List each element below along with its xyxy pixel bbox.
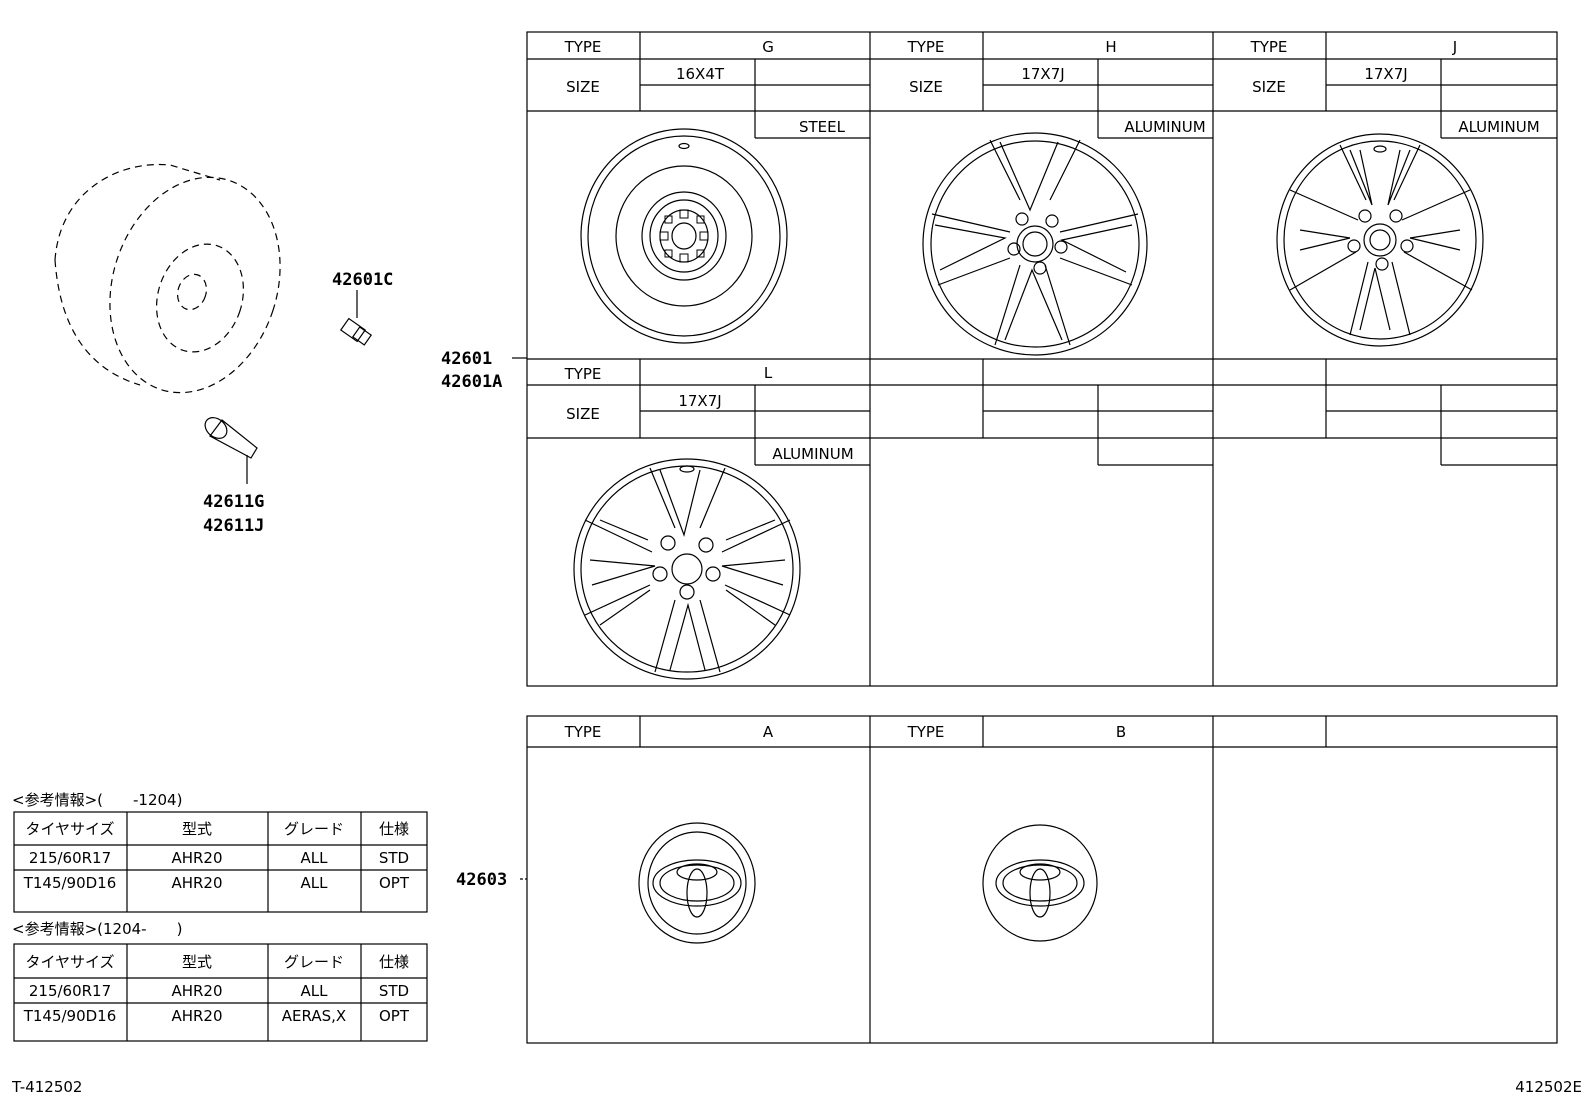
ref2-col-tire-size: タイヤサイズ <box>25 953 114 971</box>
reference-table-2-grid <box>13 943 428 1042</box>
ref1-r1-tire: 215/60R17 <box>29 849 111 867</box>
size-value-j: 17X7J <box>1364 65 1407 83</box>
type-label-g: TYPE <box>564 38 602 56</box>
part-number-42601c: 42601C <box>332 270 393 290</box>
material-g: STEEL <box>799 118 846 136</box>
reference-header-1: <参考情報>( -1204) <box>12 791 182 809</box>
size-value-h: 17X7J <box>1021 65 1064 83</box>
reference-header-2: <参考情報>(1204- ) <box>12 920 182 938</box>
toyota-cap-a-icon <box>638 822 756 944</box>
ref2-col-spec: 仕様 <box>379 953 409 971</box>
ref1-r1-grade: ALL <box>301 849 329 867</box>
part-number-42601a: 42601A <box>441 372 502 392</box>
ref1-r2-spec: OPT <box>379 874 410 892</box>
ref1-col-model: 型式 <box>182 820 212 838</box>
type-value-j: J <box>1452 38 1457 56</box>
ref2-r2-grade: AERAS,X <box>282 1007 346 1025</box>
ref1-col-spec: 仕様 <box>379 820 409 838</box>
cap-type-value-b: B <box>1116 723 1126 741</box>
size-value-g: 16X4T <box>676 65 725 83</box>
footer-left-code: T-412502 <box>11 1078 82 1096</box>
cap-type-value-a: A <box>763 723 774 741</box>
wheel-j-aluminum-icon <box>1276 133 1484 347</box>
toyota-cap-b-icon <box>982 824 1098 942</box>
ref1-col-grade: グレード <box>284 820 344 838</box>
ref2-r1-tire: 215/60R17 <box>29 982 111 1000</box>
material-l: ALUMINUM <box>772 445 853 463</box>
wheel-h-aluminum-icon <box>922 132 1148 356</box>
ref2-r2-model: AHR20 <box>171 1007 222 1025</box>
footer-right-code: 412502E <box>1515 1078 1582 1096</box>
ref2-r2-tire: T145/90D16 <box>23 1007 117 1025</box>
ref1-r1-spec: STD <box>379 849 409 867</box>
ref2-r2-spec: OPT <box>379 1007 410 1025</box>
type-value-g: G <box>762 38 774 56</box>
ref2-r1-spec: STD <box>379 982 409 1000</box>
part-number-42611g: 42611G <box>203 492 264 512</box>
wheel-table-grid <box>526 31 1558 687</box>
ref2-col-grade: グレード <box>284 953 344 971</box>
size-label-l: SIZE <box>566 405 600 423</box>
size-label-g: SIZE <box>566 78 600 96</box>
cap-type-label-b: TYPE <box>907 723 945 741</box>
part-number-42611j: 42611J <box>203 516 264 536</box>
ref2-r1-grade: ALL <box>301 982 329 1000</box>
material-j: ALUMINUM <box>1458 118 1539 136</box>
part-number-42603: 42603 <box>456 870 507 890</box>
valve-stem-icon <box>204 417 258 484</box>
wheel-g-steel-icon <box>580 128 788 344</box>
size-label-h: SIZE <box>909 78 943 96</box>
reference-table-1-grid <box>13 811 428 913</box>
type-value-l: L <box>764 364 773 382</box>
ref1-r2-grade: ALL <box>301 874 329 892</box>
hub-nut-icon <box>339 290 373 346</box>
ref1-r2-model: AHR20 <box>171 874 222 892</box>
wheel-l-aluminum-icon <box>573 458 801 680</box>
cap-table-grid <box>526 715 1558 1044</box>
type-value-h: H <box>1105 38 1116 56</box>
ref1-col-tire-size: タイヤサイズ <box>25 820 114 838</box>
ref2-r1-model: AHR20 <box>171 982 222 1000</box>
cap-type-label-a: TYPE <box>564 723 602 741</box>
type-label-j: TYPE <box>1250 38 1288 56</box>
type-label-l: TYPE <box>564 365 602 383</box>
ref2-col-model: 型式 <box>182 953 212 971</box>
ref1-r1-model: AHR20 <box>171 849 222 867</box>
ref1-r2-tire: T145/90D16 <box>23 874 117 892</box>
size-label-j: SIZE <box>1252 78 1286 96</box>
material-h: ALUMINUM <box>1124 118 1205 136</box>
type-label-h: TYPE <box>907 38 945 56</box>
tire-illustration <box>54 163 281 394</box>
size-value-l: 17X7J <box>678 392 721 410</box>
part-number-42601: 42601 <box>441 349 492 369</box>
